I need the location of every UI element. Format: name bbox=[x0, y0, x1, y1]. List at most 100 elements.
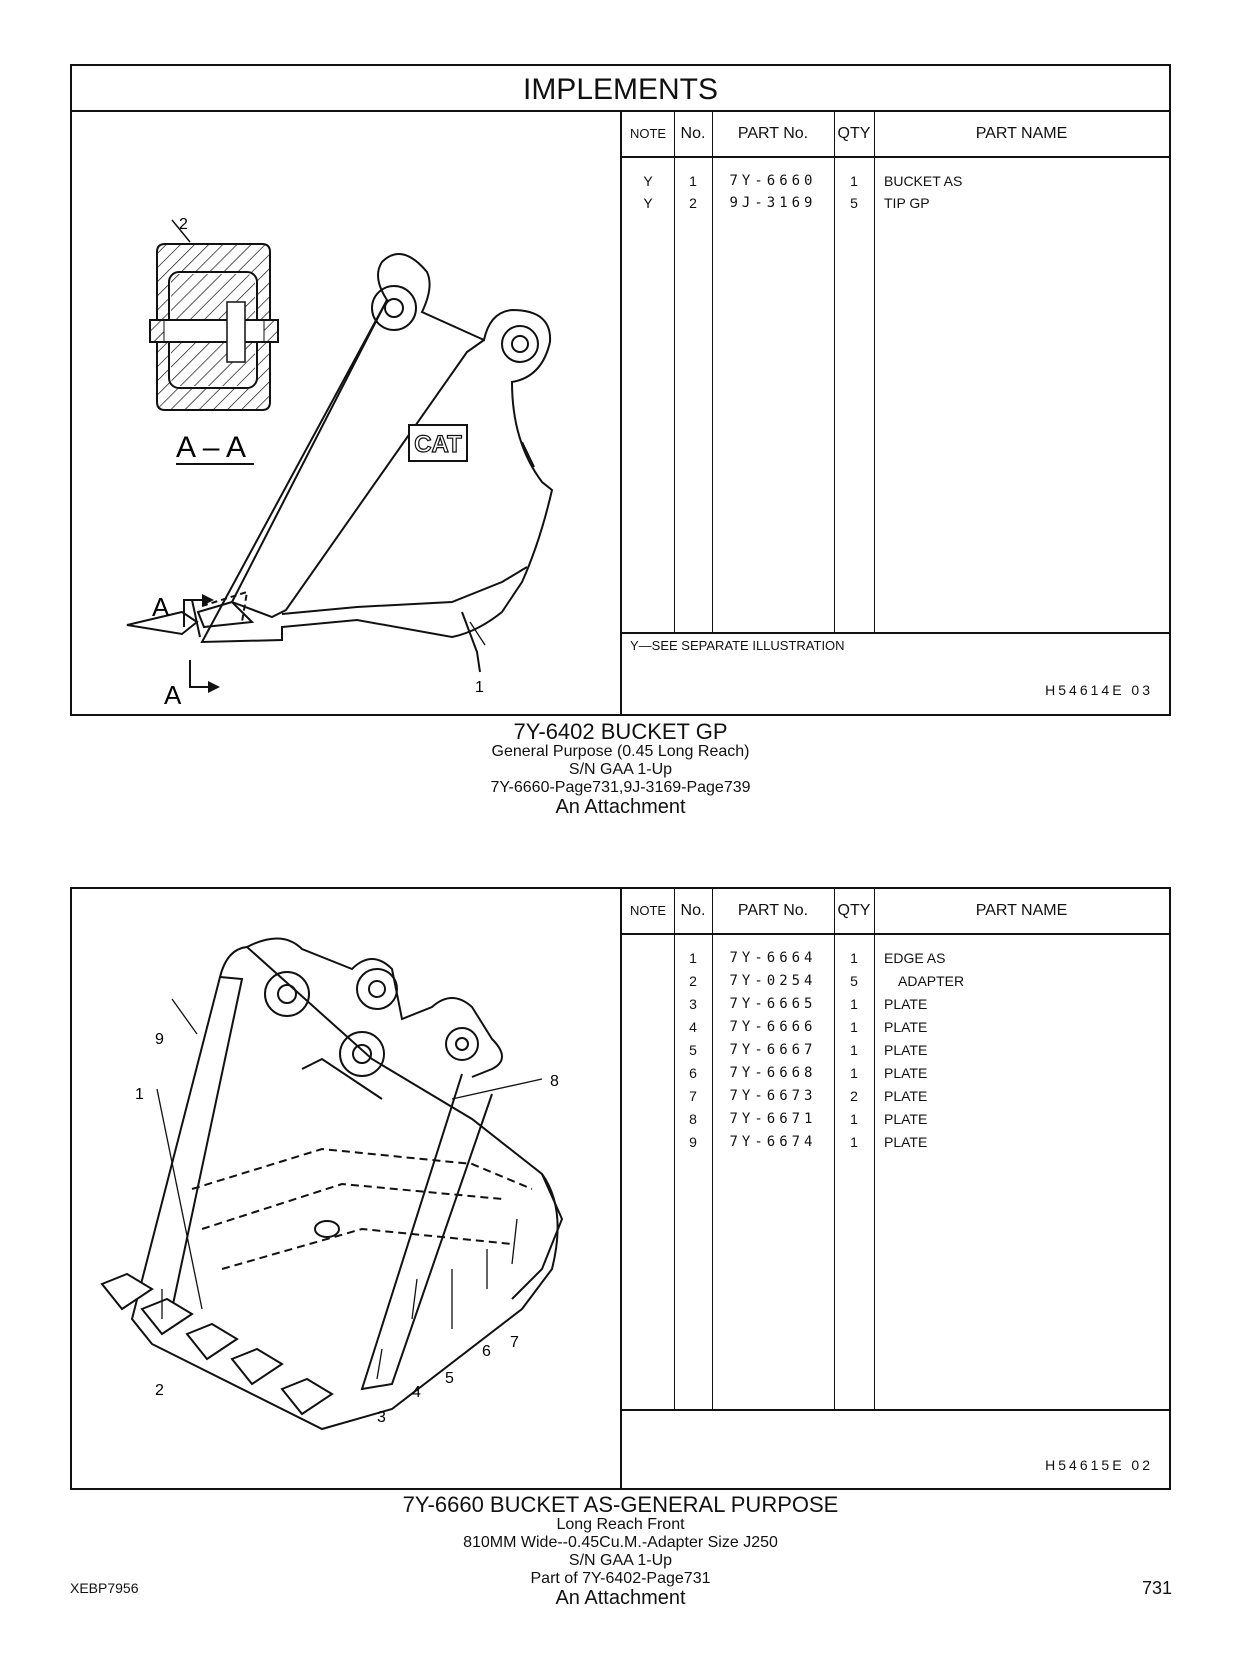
row-qty: 1 bbox=[850, 1111, 858, 1127]
row-part-name: PLATE bbox=[884, 1019, 928, 1035]
row-note: Y bbox=[643, 195, 653, 211]
parts-panel-bucket-gp: IMPLEMENTS 2 A – A bbox=[70, 64, 1171, 716]
header-qty: QTY bbox=[837, 902, 871, 919]
callout-9: 9 bbox=[155, 1031, 164, 1048]
callout-8: 8 bbox=[550, 1073, 559, 1090]
header-part-name: PART NAME bbox=[975, 902, 1068, 919]
row-part-no: 7Y-6674 bbox=[729, 1134, 817, 1150]
page-number: 731 bbox=[1141, 1578, 1172, 1598]
row-part-no: 7Y-6668 bbox=[729, 1065, 817, 1081]
row-no: 2 bbox=[689, 195, 697, 211]
row-part-name: BUCKET AS bbox=[884, 173, 963, 189]
svg-text:CAT: CAT bbox=[414, 431, 462, 458]
row-part-name: ADAPTER bbox=[898, 973, 965, 989]
header-note: NOTE bbox=[629, 126, 667, 141]
header-no: No. bbox=[680, 902, 706, 919]
callout-6: 6 bbox=[482, 1343, 491, 1360]
row-no: 9 bbox=[689, 1134, 697, 1150]
section-label: A – A bbox=[176, 431, 246, 464]
caption-attachment: An Attachment bbox=[555, 796, 686, 818]
header-note: NOTE bbox=[629, 903, 667, 918]
row-no: 5 bbox=[689, 1042, 697, 1058]
row-part-no: 7Y-6667 bbox=[729, 1042, 817, 1058]
row-part-name: PLATE bbox=[884, 1088, 928, 1104]
row-part-no: 7Y-6673 bbox=[729, 1088, 817, 1104]
row-qty: 1 bbox=[850, 173, 858, 189]
teeth-row bbox=[100, 1272, 334, 1416]
table-row: 9 7Y-6674 1 PLATE bbox=[622, 1131, 1169, 1153]
callout-numbers: 1 2 3 4 5 6 7 8 9 bbox=[135, 1031, 559, 1426]
caption-line: General Purpose (0.45 Long Reach) bbox=[491, 743, 750, 760]
callout-2: 2 bbox=[179, 216, 188, 233]
callout-4: 4 bbox=[412, 1384, 421, 1401]
table-row: 7 7Y-6673 2 PLATE bbox=[622, 1085, 1169, 1107]
row-no: 4 bbox=[689, 1019, 697, 1035]
row-part-no: 9J-3169 bbox=[729, 195, 817, 211]
section-arrow-top: A bbox=[152, 592, 214, 627]
bucket-iso-drawing: 1 2 3 4 5 6 7 8 9 bbox=[100, 937, 564, 1431]
table-header: NOTE No. PART No. QTY PART NAME bbox=[622, 112, 1169, 158]
table-row: Y 2 9J-3169 5 TIP GP bbox=[622, 192, 1169, 214]
row-qty: 1 bbox=[850, 1019, 858, 1035]
row-qty: 5 bbox=[850, 195, 858, 211]
row-part-name: PLATE bbox=[884, 1111, 928, 1127]
table-row: 5 7Y-6667 1 PLATE bbox=[622, 1039, 1169, 1061]
illustration-number: H54615E 02 bbox=[1045, 1457, 1153, 1473]
row-qty: 1 bbox=[850, 1042, 858, 1058]
row-qty: 1 bbox=[850, 1134, 858, 1150]
row-no: 1 bbox=[689, 950, 697, 966]
callout-3: 3 bbox=[377, 1409, 386, 1426]
row-qty: 1 bbox=[850, 996, 858, 1012]
leader-lines bbox=[156, 998, 543, 1380]
caption-bucket-as: 7Y-6660 BUCKET AS-GENERAL PURPOSE Long R… bbox=[70, 1492, 1171, 1609]
row-no: 7 bbox=[689, 1088, 697, 1104]
caption-line: 7Y-6660-Page731,9J-3169-Page739 bbox=[490, 779, 751, 796]
parts-panel-bucket-as: 1 2 3 4 5 6 7 8 9 NOTE No. PART No. QTY … bbox=[70, 887, 1171, 1490]
callout-5: 5 bbox=[445, 1370, 454, 1387]
callout-7: 7 bbox=[510, 1334, 519, 1351]
caption-attachment: An Attachment bbox=[555, 1587, 686, 1609]
row-part-name: PLATE bbox=[884, 1134, 928, 1150]
row-no: 2 bbox=[689, 973, 697, 989]
caption-bucket-gp: 7Y-6402 BUCKET GP General Purpose (0.45 … bbox=[70, 721, 1171, 818]
row-note: Y bbox=[643, 173, 653, 189]
row-part-name: PLATE bbox=[884, 1065, 928, 1081]
bucket-outline bbox=[126, 253, 554, 673]
svg-text:A: A bbox=[152, 592, 170, 622]
section-arrow-bottom: A bbox=[164, 660, 220, 710]
table-footer: H54615E 02 bbox=[622, 1409, 1169, 1488]
header-qty: QTY bbox=[837, 125, 871, 142]
table-row: Y 1 7Y-6660 1 BUCKET AS bbox=[622, 170, 1169, 192]
header-part-no: PART No. bbox=[737, 125, 809, 142]
parts-table-1: NOTE No. PART No. QTY PART NAME Y 1 7Y-6… bbox=[622, 112, 1169, 714]
table-row: 2 7Y-0254 5 ADAPTER bbox=[622, 970, 1169, 992]
row-part-no: 7Y-6671 bbox=[729, 1111, 817, 1127]
row-no: 8 bbox=[689, 1111, 697, 1127]
row-part-name: PLATE bbox=[884, 1042, 928, 1058]
row-part-no: 7Y-0254 bbox=[729, 973, 817, 989]
caption-line: Long Reach Front bbox=[556, 1516, 685, 1533]
footnote: Y—SEE SEPARATE ILLUSTRATION bbox=[630, 638, 845, 653]
header-part-no: PART No. bbox=[737, 902, 809, 919]
caption-line: S/N GAA 1-Up bbox=[568, 1552, 673, 1569]
table-row: 8 7Y-6671 1 PLATE bbox=[622, 1108, 1169, 1130]
illustration-number: H54614E 03 bbox=[1045, 682, 1153, 698]
table-header: NOTE No. PART No. QTY PART NAME bbox=[622, 889, 1169, 935]
row-part-name: TIP GP bbox=[884, 195, 930, 211]
header-part-name: PART NAME bbox=[975, 125, 1068, 142]
section-title: IMPLEMENTS bbox=[72, 66, 1169, 112]
row-qty: 1 bbox=[850, 1065, 858, 1081]
bucket-side-drawing: 2 A – A CAT 1 bbox=[126, 216, 554, 710]
caption-title: 7Y-6660 BUCKET AS-GENERAL PURPOSE bbox=[402, 1492, 839, 1517]
row-qty: 5 bbox=[850, 973, 858, 989]
callout-1: 1 bbox=[135, 1086, 144, 1103]
row-qty: 2 bbox=[850, 1088, 858, 1104]
callout-2: 2 bbox=[155, 1382, 164, 1399]
row-qty: 1 bbox=[850, 950, 858, 966]
row-part-no: 7Y-6660 bbox=[729, 173, 817, 189]
caption-line: S/N GAA 1-Up bbox=[568, 761, 673, 778]
row-no: 3 bbox=[689, 996, 697, 1012]
